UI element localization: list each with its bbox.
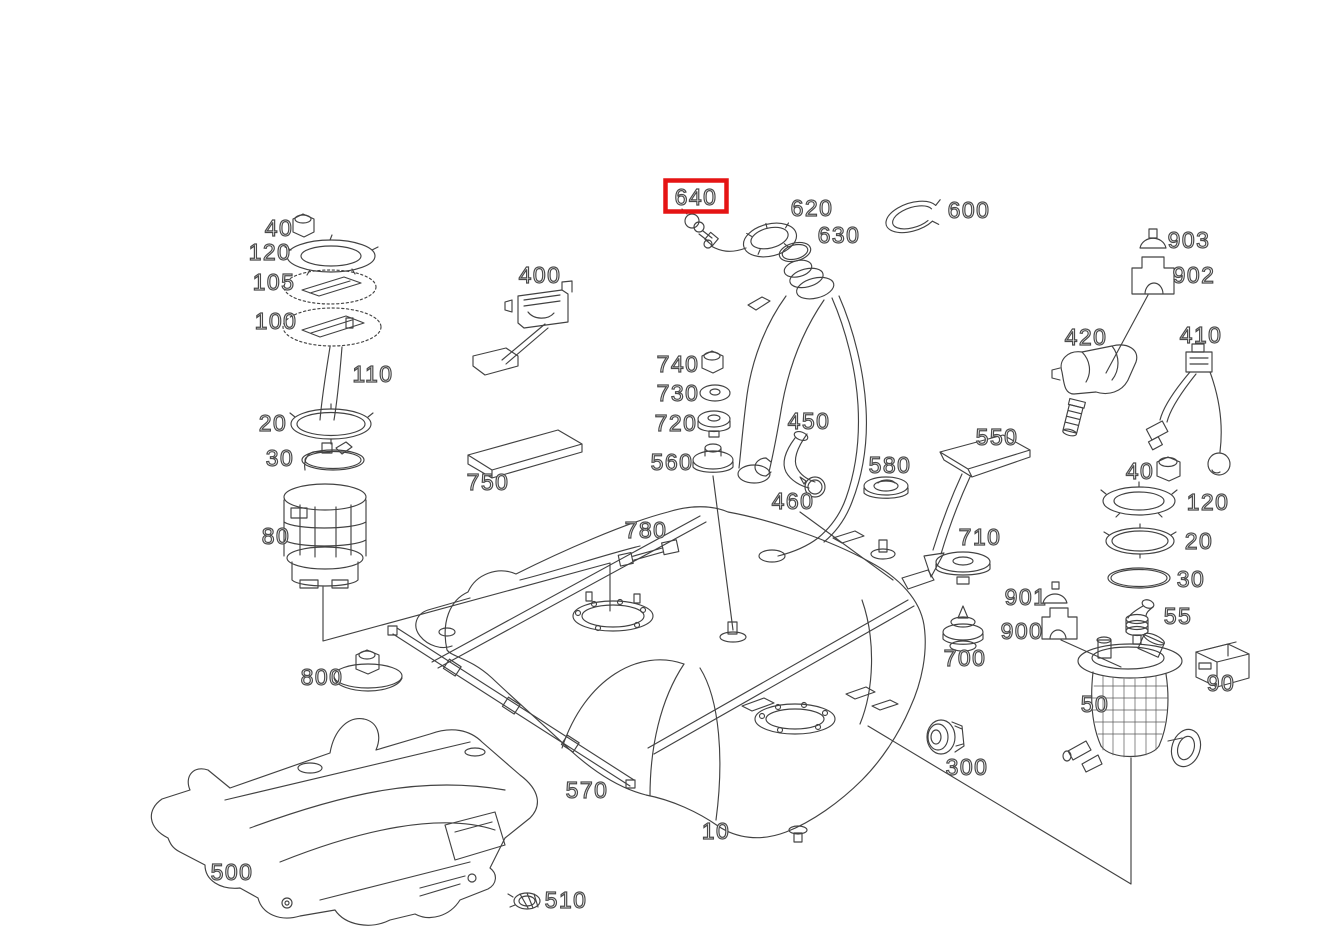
grommet-560-drawing (692, 443, 734, 473)
tank-strap-drawing (387, 625, 636, 789)
leader-460 (799, 511, 894, 581)
cap-903-drawing (1139, 228, 1167, 249)
part-label-510[interactable]: 510 (544, 886, 588, 913)
clamp-510-drawing (507, 892, 541, 910)
connector-902-drawing (1131, 256, 1175, 295)
lock-ring-600-drawing (885, 199, 941, 234)
part-label-550[interactable]: 550 (975, 423, 1019, 450)
part-label-30-left[interactable]: 30 (265, 444, 295, 471)
cap-300-drawing (926, 719, 965, 755)
leader-902 (1105, 294, 1149, 374)
nut-40-left-drawing (292, 213, 315, 238)
sender-400-drawing (472, 280, 573, 376)
hose-450-drawing (783, 430, 816, 489)
part-label-55[interactable]: 55 (1163, 602, 1193, 629)
nut-740-drawing (701, 350, 724, 374)
part-label-20-right[interactable]: 20 (1184, 527, 1214, 554)
part-label-710[interactable]: 710 (958, 523, 1002, 550)
part-label-460[interactable]: 460 (771, 487, 815, 514)
part-label-50[interactable]: 50 (1080, 690, 1110, 717)
part-label-10[interactable]: 10 (701, 817, 731, 844)
part-label-40-left[interactable]: 40 (264, 214, 294, 241)
part-label-901[interactable]: 901 (1004, 583, 1048, 610)
grommet-710-drawing (935, 551, 991, 585)
fuel-filter-80-drawing (283, 441, 367, 589)
part-label-420[interactable]: 420 (1064, 323, 1108, 350)
part-label-90[interactable]: 90 (1206, 669, 1236, 696)
connector-900-drawing (1041, 607, 1078, 640)
seal-ring-20-left-drawing (289, 403, 374, 445)
nut-40-right-drawing (1156, 456, 1181, 482)
part-label-600[interactable]: 600 (947, 196, 991, 223)
part-label-300[interactable]: 300 (945, 753, 989, 780)
valve-700-drawing (942, 605, 984, 652)
part-label-902[interactable]: 902 (1172, 261, 1216, 288)
part-label-410[interactable]: 410 (1179, 321, 1223, 348)
part-label-105[interactable]: 105 (252, 268, 296, 295)
part-label-500[interactable]: 500 (210, 858, 254, 885)
leader-50 (867, 725, 1132, 885)
highlight-box-640 (663, 178, 729, 214)
part-label-720[interactable]: 720 (654, 409, 698, 436)
leader-560 (712, 475, 734, 631)
part-label-580[interactable]: 580 (868, 451, 912, 478)
part-label-110[interactable]: 110 (352, 360, 393, 387)
clamp-460-drawing (799, 476, 826, 498)
part-label-730[interactable]: 730 (656, 379, 700, 406)
part-label-640[interactable]: 640 (674, 183, 718, 210)
part-label-630[interactable]: 630 (817, 221, 861, 248)
part-label-903[interactable]: 903 (1167, 226, 1211, 253)
cap-901-drawing (1042, 581, 1068, 604)
part-label-560[interactable]: 560 (650, 448, 694, 475)
fuel-pump-50-drawing (1062, 632, 1202, 773)
part-label-570[interactable]: 570 (565, 776, 609, 803)
part-label-900[interactable]: 900 (1000, 617, 1044, 644)
gasket-105-drawing (283, 269, 377, 305)
leader-80 (322, 562, 611, 642)
seal-ring-20-right-drawing (1103, 523, 1177, 559)
part-label-450[interactable]: 450 (787, 407, 831, 434)
part-label-620[interactable]: 620 (790, 194, 834, 221)
fuel-cap-620-drawing (703, 222, 798, 258)
strip-780-drawing (617, 539, 680, 567)
spacer-720-drawing (697, 410, 731, 438)
part-label-780[interactable]: 780 (624, 516, 668, 543)
lock-ring-120-left-drawing (284, 234, 379, 276)
part-label-400[interactable]: 400 (518, 261, 562, 288)
o-ring-30-right-drawing (1107, 567, 1171, 589)
diagram-artwork (150, 199, 1250, 926)
sensor-410-drawing (1145, 343, 1231, 476)
part-label-800[interactable]: 800 (300, 663, 344, 690)
filler-neck-drawing (737, 259, 867, 557)
elbow-55-drawing (1125, 599, 1155, 645)
part-label-40-right[interactable]: 40 (1125, 457, 1155, 484)
part-label-750[interactable]: 750 (466, 468, 510, 495)
part-label-120-right[interactable]: 120 (1186, 488, 1230, 515)
heat-shield-drawing (150, 718, 538, 926)
part-label-80[interactable]: 80 (261, 522, 291, 549)
leader-900 (1060, 639, 1122, 668)
nut-800-drawing (333, 649, 403, 692)
pad-750-drawing (467, 429, 583, 479)
pad-550-drawing (939, 434, 1031, 478)
part-label-100[interactable]: 100 (254, 307, 298, 334)
washer-730-drawing (699, 384, 731, 402)
gasket-100-drawing (282, 307, 382, 347)
vent-valve-420-drawing (1051, 344, 1138, 437)
valve-640-drawing (681, 208, 719, 247)
lock-ring-120-right-drawing (1100, 481, 1178, 518)
part-label-20-left[interactable]: 20 (258, 409, 288, 436)
grommet-580-drawing (863, 476, 909, 499)
part-label-120-left[interactable]: 120 (248, 238, 292, 265)
clip-90-drawing (1195, 641, 1250, 688)
fuel-tank-drawing (415, 506, 935, 843)
part-label-740[interactable]: 740 (656, 350, 700, 377)
part-label-30-right[interactable]: 30 (1176, 565, 1206, 592)
part-label-700[interactable]: 700 (943, 644, 987, 671)
